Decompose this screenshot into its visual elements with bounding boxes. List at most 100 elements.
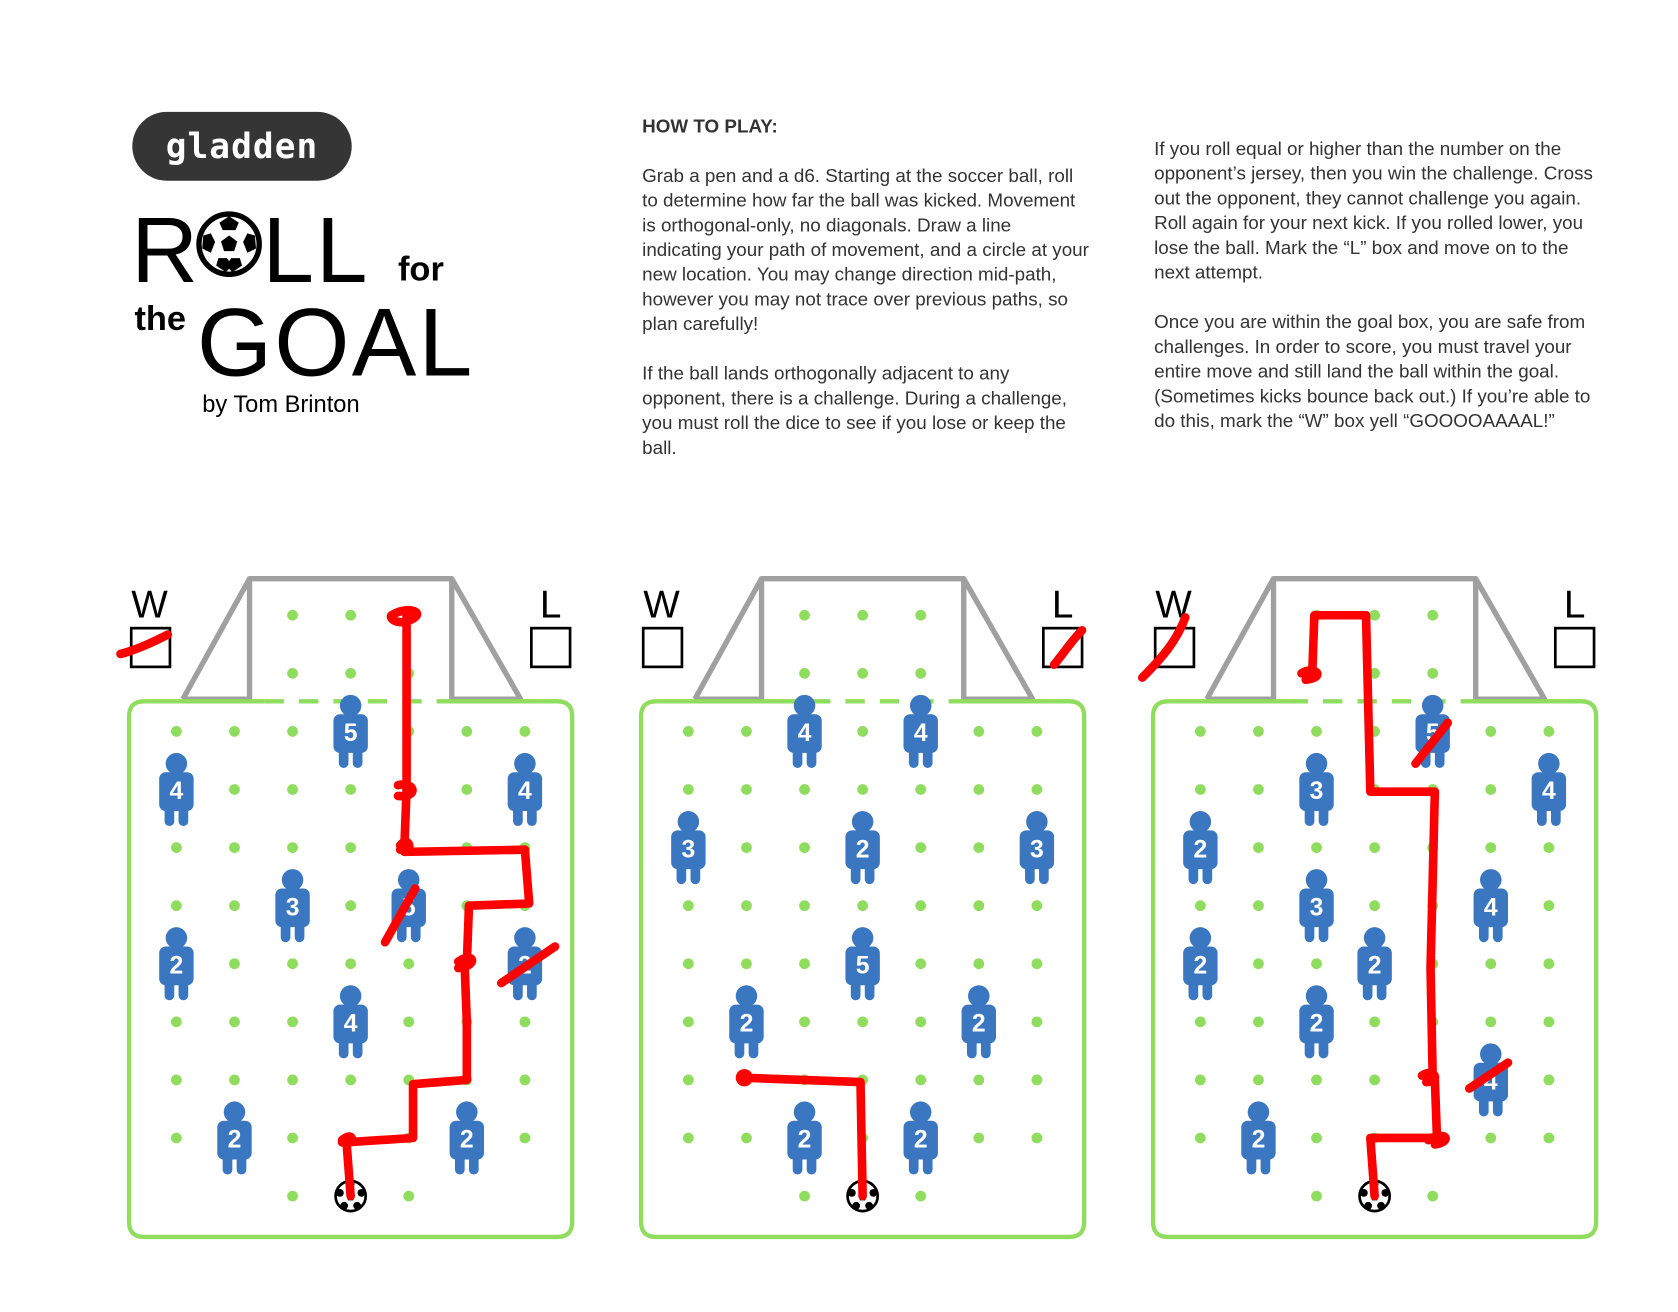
opponent-player[interactable]: 2 [449,1101,485,1175]
grid-dot[interactable] [1031,958,1043,970]
grid-dot[interactable] [229,958,240,970]
grid-dot[interactable] [1031,1132,1043,1144]
grid-dot[interactable] [973,784,985,795]
grid-dot[interactable] [171,1074,182,1086]
grid-dot[interactable] [1543,842,1555,853]
grid-dot[interactable] [799,609,810,621]
grid-dot[interactable] [519,726,531,737]
grid-dot[interactable] [1485,784,1497,795]
opponent-player[interactable]: 3 [275,869,310,943]
grid-dot[interactable] [287,1016,298,1028]
grid-dot[interactable] [287,609,298,621]
opponent-player[interactable]: 2 [1183,811,1218,885]
opponent-player[interactable]: 2 [159,927,194,1001]
grid-dot[interactable] [1031,900,1043,912]
grid-dot[interactable] [683,784,694,795]
opponent-player[interactable]: 4 [1473,869,1508,943]
grid-dot[interactable] [683,1074,694,1086]
grid-dot[interactable] [1031,784,1043,795]
grid-dot[interactable] [1031,1016,1043,1028]
grid-dot[interactable] [229,842,240,853]
opponent-player[interactable]: 2 [845,811,880,885]
grid-dot[interactable] [973,1132,985,1144]
grid-dot[interactable] [915,1074,927,1086]
opponent-player[interactable]: 2 [1183,927,1218,1001]
grid-dot[interactable] [345,609,357,621]
grid-dot[interactable] [799,842,810,853]
grid-dot[interactable] [799,1016,810,1028]
grid-dot[interactable] [229,900,240,912]
grid-dot[interactable] [857,726,869,737]
opponent-player[interactable]: 2 [961,985,997,1059]
grid-dot[interactable] [1543,1016,1555,1028]
opponent-player[interactable]: 2 [787,1101,822,1175]
grid-dot[interactable] [287,667,298,679]
grid-dot[interactable] [171,842,182,853]
grid-dot[interactable] [461,784,473,795]
grid-dot[interactable] [345,900,357,912]
grid-dot[interactable] [1485,958,1497,970]
grid-dot[interactable] [857,784,869,795]
grid-dot[interactable] [683,1132,694,1144]
grid-dot[interactable] [287,1190,298,1202]
loss-checkbox[interactable] [530,626,572,669]
grid-dot[interactable] [915,784,927,795]
grid-dot[interactable] [1369,1074,1380,1086]
grid-dot[interactable] [519,1016,531,1028]
grid-dot[interactable] [171,1016,182,1028]
grid-dot[interactable] [683,958,694,970]
grid-dot[interactable] [1031,1074,1043,1086]
grid-dot[interactable] [1369,1016,1380,1028]
grid-dot[interactable] [1543,900,1555,912]
grid-dot[interactable] [683,900,694,912]
grid-dot[interactable] [741,726,752,737]
opponent-player[interactable]: 5 [333,694,368,768]
grid-dot[interactable] [345,667,357,679]
grid-dot[interactable] [1427,667,1439,679]
opponent-player[interactable]: 3 [671,811,706,885]
grid-dot[interactable] [1253,784,1264,795]
grid-dot[interactable] [1369,609,1380,621]
grid-dot[interactable] [973,842,985,853]
grid-dot[interactable] [171,1132,182,1144]
grid-dot[interactable] [915,900,927,912]
grid-dot[interactable] [1194,900,1206,912]
grid-dot[interactable] [1485,1016,1497,1028]
grid-dot[interactable] [403,958,415,970]
grid-dot[interactable] [1543,958,1555,970]
opponent-player[interactable]: 4 [903,694,938,768]
grid-dot[interactable] [1369,842,1380,853]
grid-dot[interactable] [287,842,298,853]
grid-dot[interactable] [683,1016,694,1028]
grid-dot[interactable] [1543,1132,1555,1144]
grid-dot[interactable] [1311,842,1322,853]
grid-dot[interactable] [1253,900,1264,912]
grid-dot[interactable] [1311,726,1322,737]
grid-dot[interactable] [287,726,298,737]
opponent-player[interactable]: 5 [845,927,880,1001]
grid-dot[interactable] [519,1074,531,1086]
loss-checkbox[interactable] [1553,626,1596,669]
grid-dot[interactable] [915,842,927,853]
grid-dot[interactable] [1427,1190,1439,1202]
grid-dot[interactable] [799,900,810,912]
grid-dot[interactable] [461,726,473,737]
grid-dot[interactable] [1485,726,1497,737]
grid-dot[interactable] [345,784,357,795]
grid-dot[interactable] [1194,1016,1206,1028]
grid-dot[interactable] [799,667,810,679]
grid-dot[interactable] [287,958,298,970]
grid-dot[interactable] [1253,1016,1264,1028]
grid-dot[interactable] [1253,1074,1264,1086]
win-checkbox[interactable] [641,626,684,669]
opponent-player[interactable]: 2 [729,985,764,1059]
grid-dot[interactable] [857,1016,869,1028]
opponent-player[interactable]: 4 [787,694,822,768]
grid-dot[interactable] [1194,726,1206,737]
grid-dot[interactable] [915,958,927,970]
opponent-player[interactable]: 4 [159,752,194,827]
grid-dot[interactable] [741,1132,752,1144]
grid-dot[interactable] [1311,1074,1322,1086]
grid-dot[interactable] [915,1190,927,1202]
grid-dot[interactable] [519,1132,531,1144]
